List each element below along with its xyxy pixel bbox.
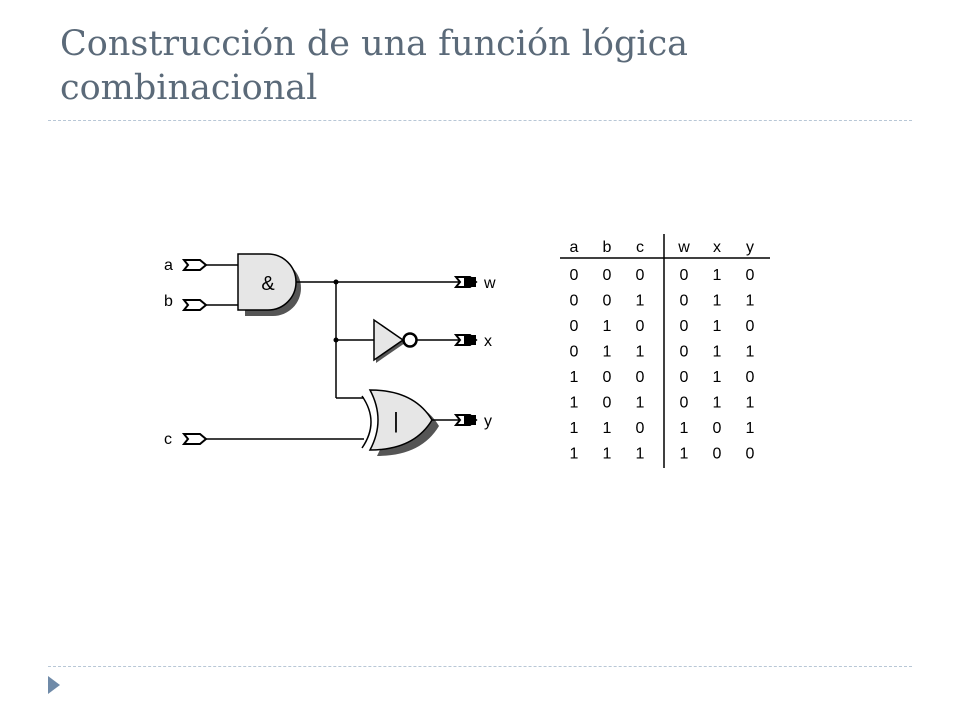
truth-table-cell: 0	[603, 395, 612, 412]
truth-table-cell: 0	[603, 267, 612, 284]
input-label-a: a	[164, 257, 173, 274]
truth-table-cell: 0	[713, 446, 722, 463]
truth-table-cell: 0	[570, 344, 579, 361]
footer-divider	[48, 666, 912, 667]
truth-table-cell: 1	[713, 318, 722, 335]
and-gate-symbol: &	[261, 273, 275, 295]
truth-table-cell: 1	[713, 344, 722, 361]
truth-table-cell: 0	[746, 369, 755, 386]
truth-table-cell: 0	[570, 293, 579, 310]
truth-table-cell: 0	[570, 318, 579, 335]
truth-table-cell: 0	[680, 293, 689, 310]
truth-table-cell: 0	[680, 369, 689, 386]
truth-table-cell: 0	[746, 318, 755, 335]
truth-table-header-a: a	[570, 239, 579, 256]
output-label-w: w	[483, 275, 496, 292]
truth-table-cell: 1	[713, 267, 722, 284]
truth-table-cell: 0	[680, 318, 689, 335]
not-gate	[336, 318, 460, 363]
truth-table-cell: 0	[680, 395, 689, 412]
truth-table-cell: 1	[603, 446, 612, 463]
and-gate: &	[237, 253, 301, 316]
truth-table-cell: 1	[636, 446, 645, 463]
input-pin-a	[181, 259, 242, 271]
truth-table-cell: 0	[603, 293, 612, 310]
title-divider	[48, 120, 912, 121]
truth-table-cell: 0	[746, 446, 755, 463]
truth-table-cell: 0	[680, 267, 689, 284]
input-label-c: c	[164, 431, 172, 448]
truth-table-cell: 1	[603, 318, 612, 335]
output-label-y: y	[484, 413, 492, 430]
truth-table-cell: 1	[570, 395, 579, 412]
truth-table-cell: 0	[636, 267, 645, 284]
truth-table-cell: 0	[570, 267, 579, 284]
slide-title: Construcción de una función lógica combi…	[60, 24, 689, 108]
xor-gate: |	[336, 389, 460, 456]
truth-table-cell: 0	[746, 267, 755, 284]
output-pin-y	[453, 414, 478, 426]
input-label-b: b	[164, 293, 173, 310]
truth-table-cell: 1	[746, 293, 755, 310]
truth-table-cell: 1	[746, 344, 755, 361]
truth-table-header-x: x	[713, 239, 721, 256]
xor-gate-symbol: |	[393, 408, 399, 433]
truth-table-cell: 1	[636, 293, 645, 310]
truth-table-cell: 1	[713, 369, 722, 386]
truth-table-cell: 0	[636, 369, 645, 386]
truth-table-cell: 1	[713, 395, 722, 412]
truth-table-header-c: c	[636, 239, 644, 256]
truth-table-cell: 1	[570, 369, 579, 386]
input-pin-b	[181, 299, 242, 311]
truth-table-cell: 1	[746, 420, 755, 437]
input-pin-c	[181, 433, 364, 445]
truth-table-cell: 1	[636, 395, 645, 412]
triangle-bullet-icon	[48, 676, 60, 694]
truth-table-cell: 0	[713, 420, 722, 437]
truth-table-cell: 1	[713, 293, 722, 310]
output-label-x: x	[484, 333, 492, 350]
truth-table-cell: 1	[603, 420, 612, 437]
output-pin-x	[453, 334, 478, 346]
truth-table-cell: 1	[636, 344, 645, 361]
truth-table-cell: 1	[680, 420, 689, 437]
truth-table-cell: 1	[570, 420, 579, 437]
truth-table-cell: 0	[636, 420, 645, 437]
truth-table-cell: 0	[636, 318, 645, 335]
truth-table-header-y: y	[746, 239, 754, 256]
truth-table-cell: 0	[603, 369, 612, 386]
truth-table-cell: 1	[746, 395, 755, 412]
output-pin-w	[453, 276, 478, 288]
truth-table-header-w: w	[677, 239, 690, 256]
logic-circuit-diagram: a b c & |	[164, 253, 496, 456]
truth-table-cell: 1	[570, 446, 579, 463]
truth-table-header-b: b	[603, 239, 612, 256]
truth-table: a b c w x y 0 0 0 0 1 0 0 0 1 0 1 1 0 1 0 0 1 0 0 1 1 0 1 1 1 0 0 0 1 0 1 0 1…	[560, 234, 770, 468]
truth-table-cell: 1	[680, 446, 689, 463]
truth-table-cell: 0	[680, 344, 689, 361]
truth-table-cell: 1	[603, 344, 612, 361]
